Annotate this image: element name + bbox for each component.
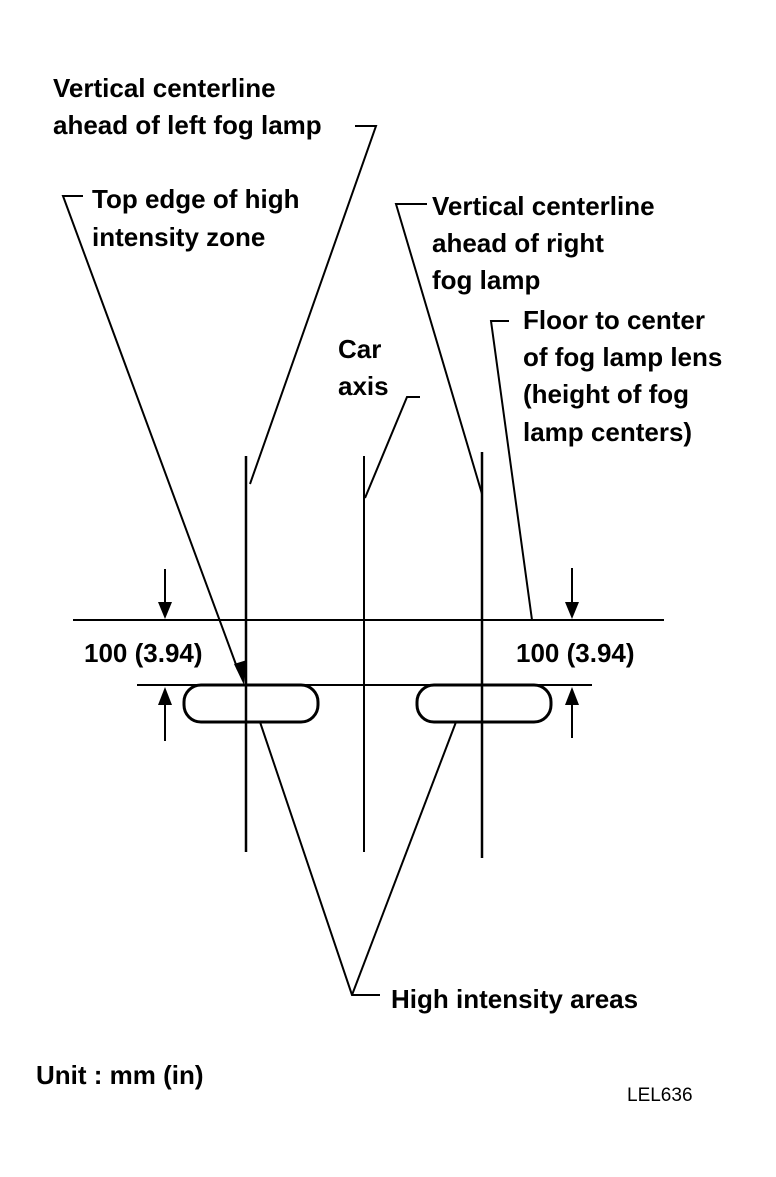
car-axis-label-line-1: Car: [338, 334, 381, 364]
floor-to-center-label-line-2: of fog lamp lens: [523, 342, 722, 372]
car-axis-label-line-2: axis: [338, 371, 389, 401]
left-centerline-label-line-1: Vertical centerline: [53, 73, 276, 103]
high-intensity-leader-left: [259, 721, 380, 996]
floor-to-center-leader: [489, 320, 533, 621]
figure-code: LEL636: [627, 1085, 693, 1106]
floor-to-center-label-line-3: (height of fog: [523, 379, 689, 409]
floor-to-center-label: Floor to center of fog lamp lens (height…: [523, 305, 730, 447]
right-dimension-arrow-up-icon: [565, 687, 579, 705]
dimension-left-label: 100 (3.94): [84, 638, 203, 668]
car-axis-label: Car axis: [338, 334, 389, 401]
top-edge-leader: [61, 195, 239, 671]
dimension-right-label: 100 (3.94): [516, 638, 635, 668]
left-high-intensity-area: [182, 683, 320, 724]
top-edge-label-line-1: Top edge of high: [92, 184, 299, 214]
right-dimension-arrow-down-icon: [565, 602, 579, 619]
right-centerline-label-line-3: fog lamp: [432, 265, 540, 295]
right-centerline-leader: [394, 203, 483, 495]
high-intensity-leader-right: [351, 721, 457, 996]
top-edge-label: Top edge of high intensity zone: [92, 184, 307, 252]
right-centerline-label-line-1: Vertical centerline: [432, 191, 655, 221]
right-high-intensity-area: [415, 683, 553, 724]
left-centerline-leader: [249, 125, 378, 485]
floor-to-center-label-line-4: lamp centers): [523, 417, 692, 447]
top-edge-leader-arrowhead: [234, 660, 247, 685]
left-centerline-label: Vertical centerline ahead of left fog la…: [53, 73, 322, 140]
left-dimension-arrow-up-icon: [158, 687, 172, 705]
car-axis-leader: [364, 396, 420, 499]
right-centerline-label-line-2: ahead of right: [432, 228, 604, 258]
left-centerline-label-line-2: ahead of left fog lamp: [53, 110, 322, 140]
floor-to-center-label-line-1: Floor to center: [523, 305, 705, 335]
top-edge-label-line-2: intensity zone: [92, 222, 265, 252]
right-centerline-label: Vertical centerline ahead of right fog l…: [432, 191, 662, 295]
high-intensity-areas-label: High intensity areas: [391, 984, 638, 1014]
unit-label: Unit : mm (in): [36, 1060, 204, 1090]
left-dimension-arrow-down-icon: [158, 602, 172, 619]
